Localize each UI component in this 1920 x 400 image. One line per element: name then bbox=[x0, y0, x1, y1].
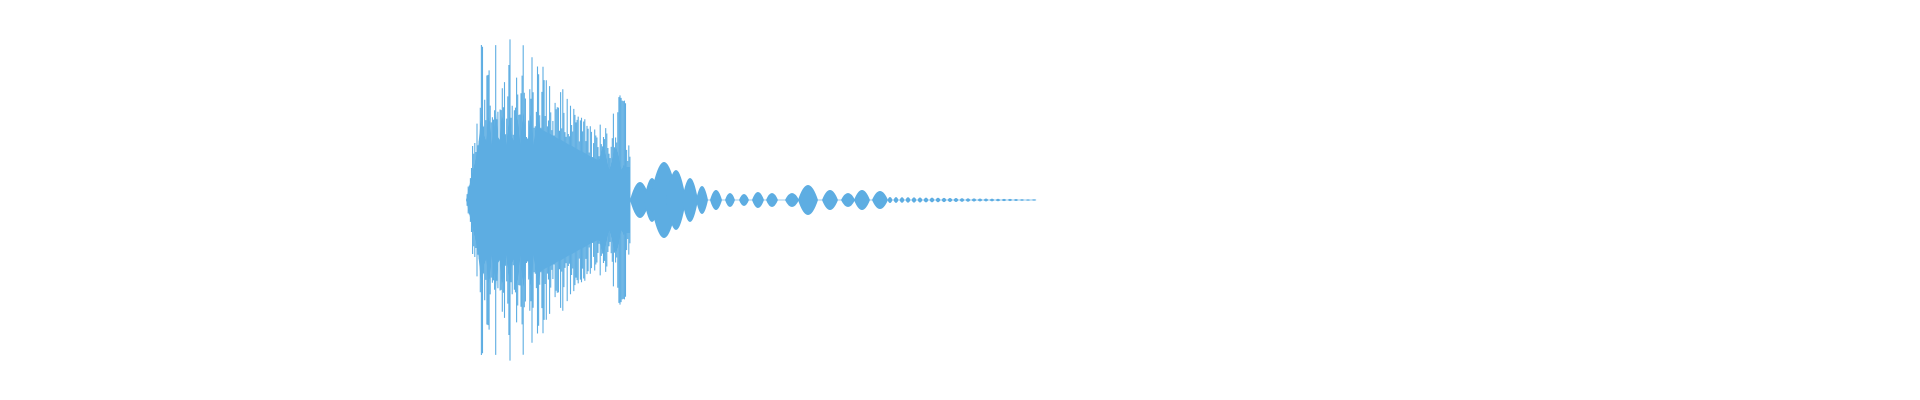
audio-waveform bbox=[466, 39, 1037, 361]
waveform-canvas bbox=[466, 39, 1037, 361]
